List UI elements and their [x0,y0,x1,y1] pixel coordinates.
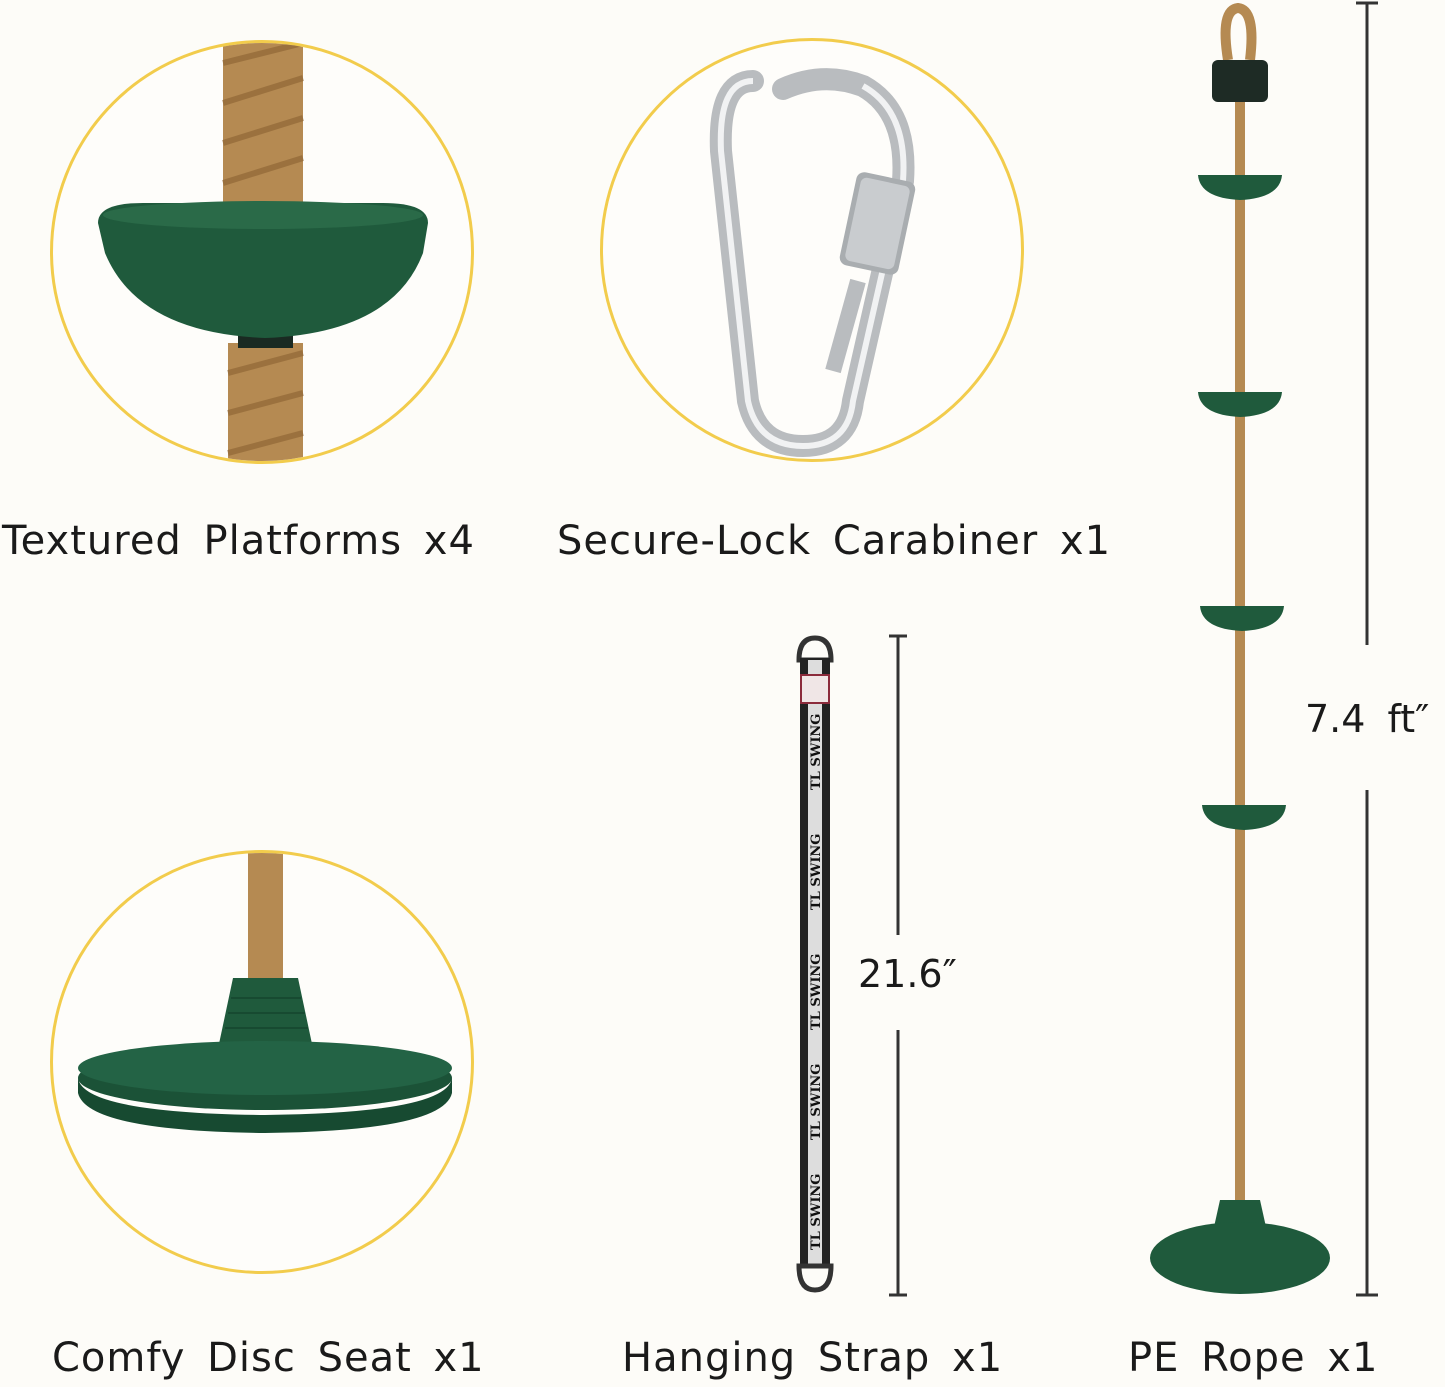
carabiner-closeup [600,38,1024,462]
item-label-pe-rope: PE Rope x1 [1128,1335,1379,1381]
svg-text:TL SWING: TL SWING [809,834,824,910]
svg-text:TL SWING: TL SWING [809,714,824,790]
platform-illustration [98,43,428,461]
item-label-platforms: Textured Platforms x4 [2,518,475,564]
svg-text:TL SWING: TL SWING [809,954,824,1030]
svg-text:TL SWING: TL SWING [809,1064,824,1140]
strap-text: TL SWING TL SWING TL SWING TL SWING TL S… [809,714,824,1250]
rope-dimension-line [1356,1,1378,1297]
item-label-hanging-strap: Hanging Strap x1 [622,1335,1004,1381]
svg-text:TL SWING: TL SWING [809,1174,824,1250]
pe-rope-illustration [1150,2,1330,1294]
strap-dimension-line [889,634,907,1297]
strap-length: 21.6″ [858,952,957,996]
platform-closeup [50,40,474,464]
hanging-strap-illustration: TL SWING TL SWING TL SWING TL SWING TL S… [796,635,834,1293]
rope-length: 7.4 ft″ [1305,697,1430,741]
disc-seat-closeup [50,850,474,1274]
carabiner-illustration [709,68,916,458]
disc-seat-illustration [78,853,452,1133]
item-label-carabiner: Secure-Lock Carabiner x1 [557,518,1112,564]
item-label-disc-seat: Comfy Disc Seat x1 [52,1335,485,1381]
